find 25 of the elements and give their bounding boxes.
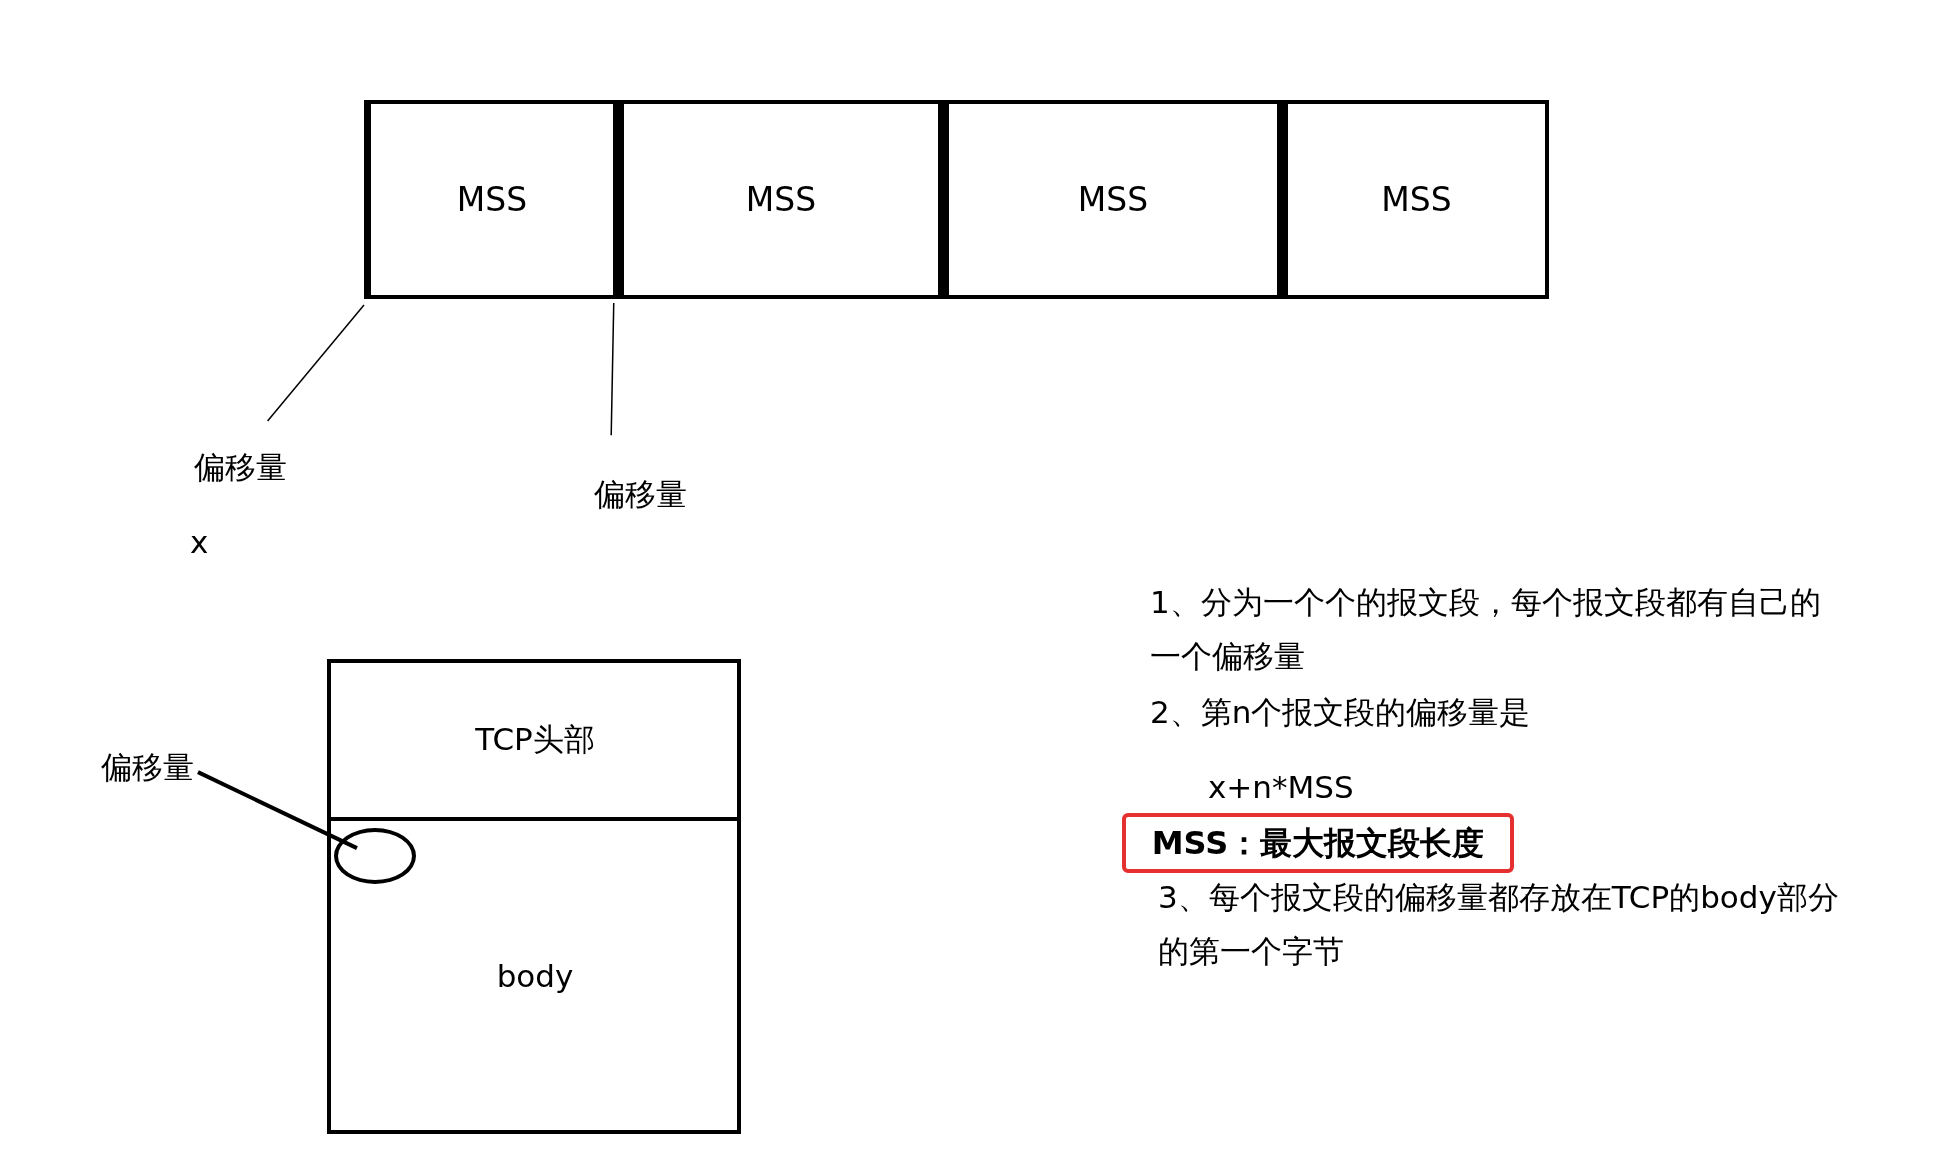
- box-label: MSS: [1381, 179, 1452, 220]
- box-label: MSS: [1077, 179, 1149, 220]
- leader-line: [197, 770, 358, 850]
- box-label: MSS: [456, 179, 528, 220]
- note-text: x+n*MSS: [1208, 768, 1355, 807]
- segment-box: [1281, 100, 1549, 299]
- segment-box: [617, 100, 942, 299]
- segment-box: [942, 100, 1281, 299]
- leader-line: [610, 302, 615, 436]
- note-text: 3、每个报文段的偏移量都存放在TCP的body部分的第一个字节: [1158, 878, 1840, 971]
- annotation-text: 偏移量: [193, 449, 287, 487]
- packet-box: [327, 659, 741, 1134]
- highlight-box: [1122, 813, 1514, 873]
- box-label: body: [496, 957, 574, 996]
- definition-text: MSS：最大报文段长度: [1151, 823, 1485, 863]
- note-text: x: [190, 523, 210, 562]
- segment-box: [364, 100, 617, 299]
- annotation-text: 偏移量: [100, 749, 194, 787]
- note-text: 2、第n个报文段的偏移量是: [1150, 693, 1532, 732]
- ellipse-mark: [334, 828, 416, 884]
- annotation-text: 偏移量: [593, 476, 687, 514]
- box-label: MSS: [745, 179, 817, 220]
- leader-line: [266, 304, 365, 422]
- box-label: TCP头部: [475, 721, 595, 759]
- note-text: 1、分为一个个的报文段，每个报文段都有自己的一个偏移量: [1150, 583, 1822, 676]
